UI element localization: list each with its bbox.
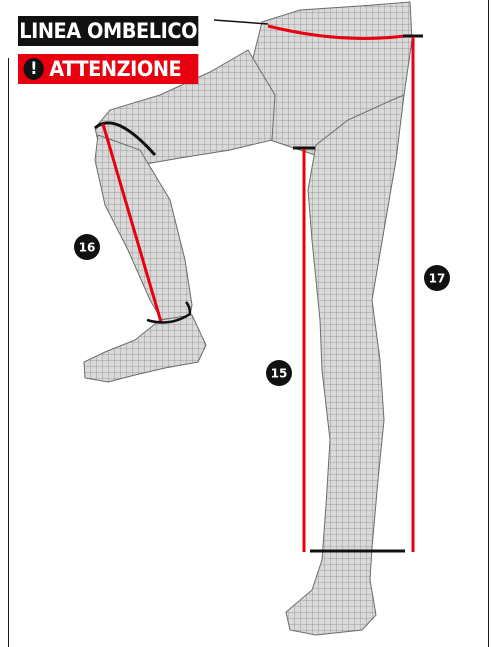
warning-text: ATTENZIONE [49, 57, 181, 81]
foot-raised [84, 315, 206, 382]
badge-16: 16 [74, 234, 100, 260]
badge-16-number: 16 [79, 241, 96, 255]
exclamation-icon: ! [24, 58, 44, 80]
warning-label: ! ATTENZIONE [18, 54, 198, 84]
badge-17: 17 [424, 265, 450, 291]
navel-line-text: LINEA OMBELICO [19, 19, 197, 43]
badge-17-number: 17 [429, 272, 446, 286]
badge-15: 15 [266, 360, 292, 386]
navel-line-label: LINEA OMBELICO [18, 16, 198, 46]
lower-leg-bent [95, 135, 192, 325]
navel-label-connector [214, 20, 268, 24]
badge-15-number: 15 [271, 367, 288, 381]
body-figure [84, 2, 412, 635]
